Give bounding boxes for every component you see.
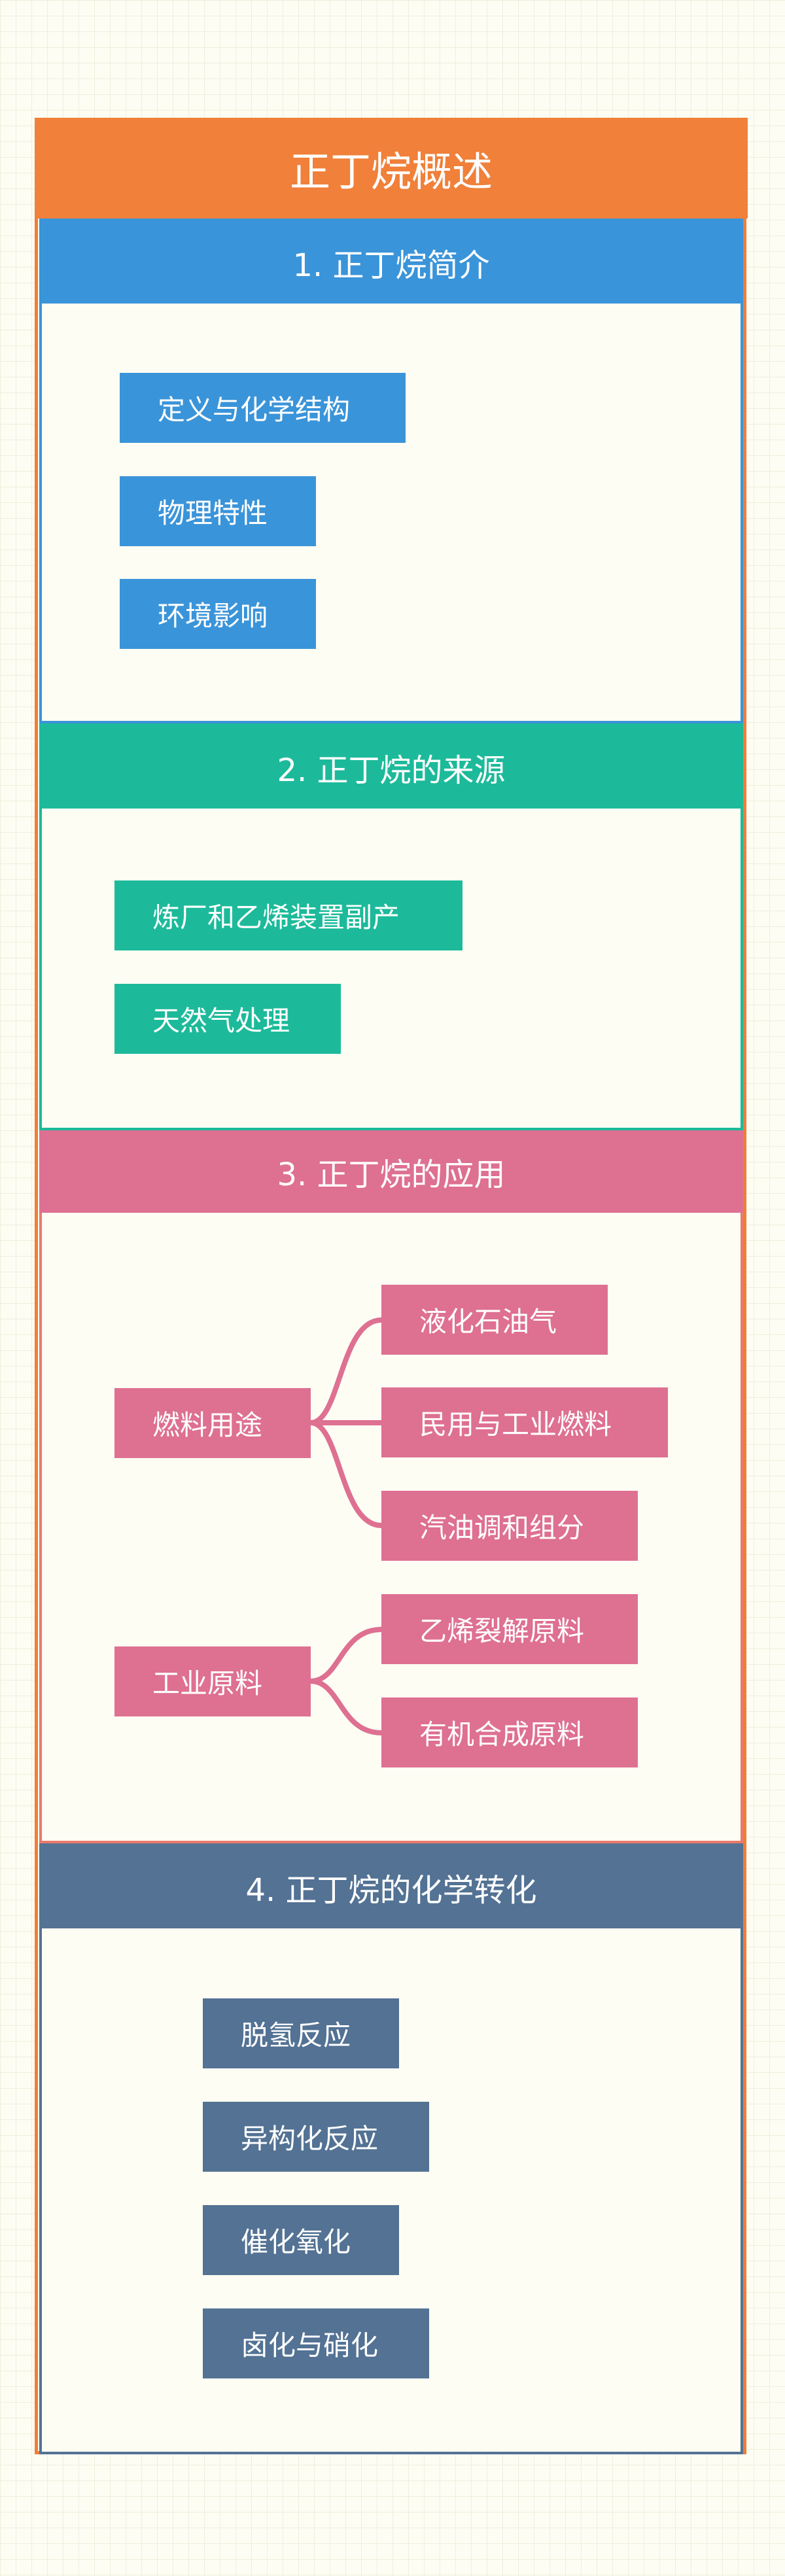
- node-halogenation-nitration[interactable]: 卤化与硝化: [203, 2308, 429, 2378]
- node-environmental-impact[interactable]: 环境影响: [120, 579, 316, 649]
- node-definition-structure[interactable]: 定义与化学结构: [120, 373, 406, 443]
- node-domestic-industrial-fuel[interactable]: 民用与工业燃料: [381, 1387, 668, 1457]
- section-heading: 3. 正丁烷的应用: [39, 1130, 743, 1213]
- node-lpg[interactable]: 液化石油气: [381, 1285, 608, 1355]
- node-fuel-uses[interactable]: 燃料用途: [114, 1388, 311, 1458]
- node-natural-gas-processing[interactable]: 天然气处理: [114, 984, 341, 1054]
- node-industrial-feedstock[interactable]: 工业原料: [114, 1646, 311, 1716]
- node-refinery-byproduct[interactable]: 炼厂和乙烯装置副产: [114, 880, 462, 950]
- node-gasoline-blending[interactable]: 汽油调和组分: [381, 1491, 638, 1561]
- section-heading: 1. 正丁烷简介: [42, 221, 741, 304]
- node-organic-synthesis-feed[interactable]: 有机合成原料: [381, 1697, 638, 1767]
- node-isomerization[interactable]: 异构化反应: [203, 2102, 429, 2172]
- node-physical-properties[interactable]: 物理特性: [120, 476, 316, 546]
- section-heading: 4. 正丁烷的化学转化: [42, 1846, 741, 1928]
- node-ethylene-cracking-feed[interactable]: 乙烯裂解原料: [381, 1594, 638, 1664]
- node-catalytic-oxidation[interactable]: 催化氧化: [203, 2205, 399, 2275]
- node-dehydrogenation[interactable]: 脱氢反应: [203, 1998, 399, 2068]
- section-heading: 2. 正丁烷的来源: [42, 726, 741, 809]
- page-title: 正丁烷概述: [35, 118, 748, 218]
